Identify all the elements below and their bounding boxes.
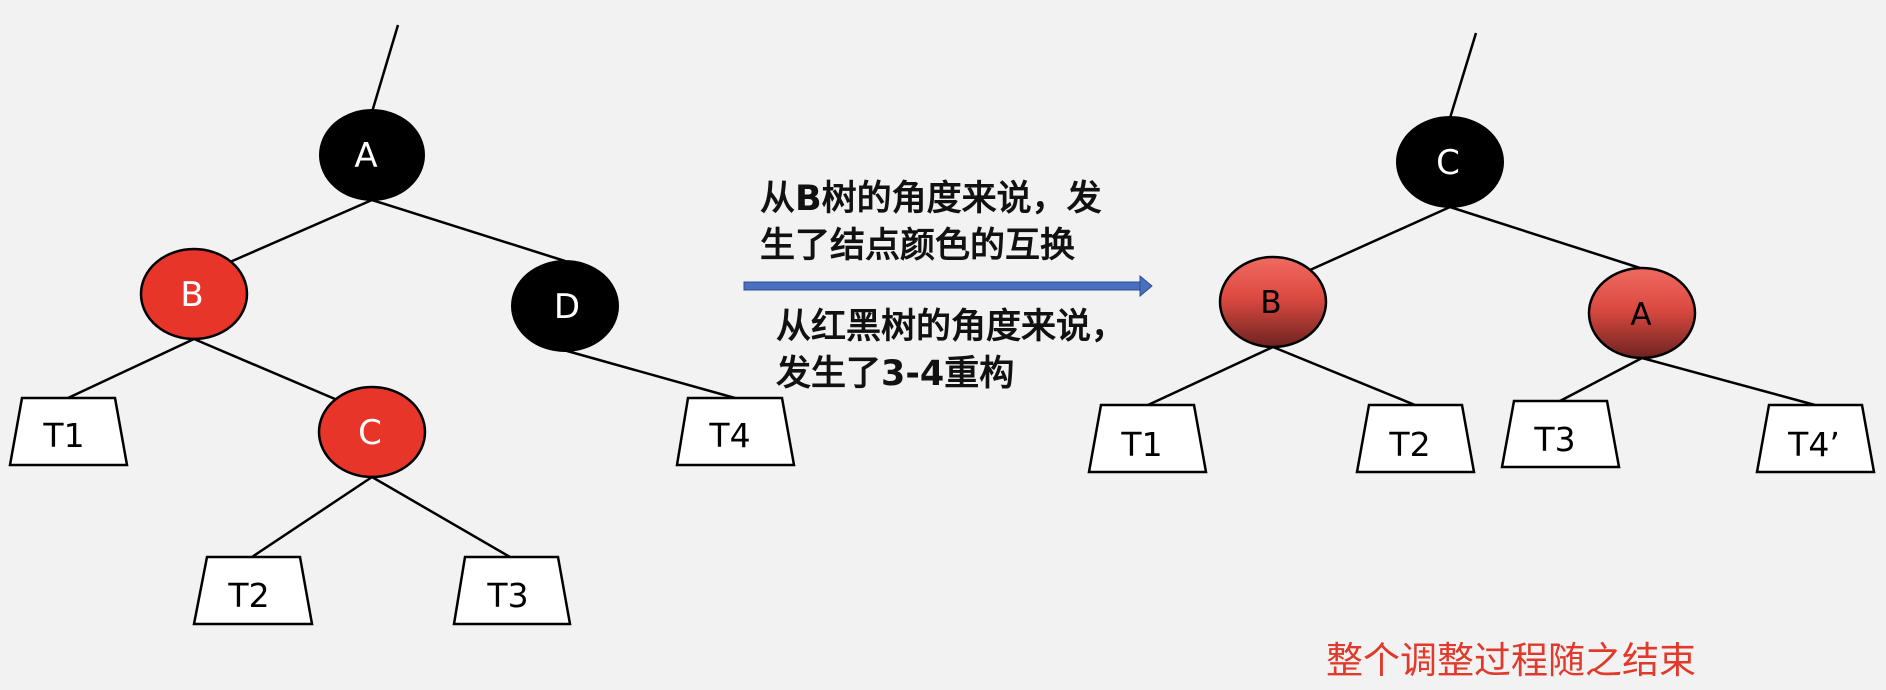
right-subtree-t3: T3	[1500, 399, 1621, 469]
subtree-label: T1	[1120, 425, 1162, 464]
left-subtree-t1: T1	[8, 396, 129, 467]
left-subtree-t3: T3	[452, 555, 572, 626]
node-label: B	[180, 275, 203, 315]
subtree-label: T3	[486, 576, 528, 615]
right-subtree-t1: T1	[1087, 403, 1208, 474]
rbtree-caption-line-1: 从红黑树的角度来说，	[776, 307, 1127, 347]
right-subtree-t2: T2	[1355, 403, 1476, 474]
subtree-label: T3	[1533, 420, 1575, 459]
node-label: C	[1436, 143, 1460, 183]
node-label: B	[1260, 285, 1281, 321]
right-node-c: C	[1396, 116, 1504, 208]
btree-caption-line-2: 生了结点颜色的互换	[760, 226, 1076, 266]
node-label: A	[1630, 297, 1651, 333]
transform-arrow	[743, 274, 1153, 298]
btree-caption: 从B树的角度来说，发 生了结点颜色的互换	[760, 176, 1102, 270]
node-label: C	[358, 413, 382, 453]
rbtree-caption: 从红黑树的角度来说， 发生了3-4重构	[776, 304, 1126, 398]
edge-b-t2	[1272, 345, 1416, 407]
edge-c-t2	[251, 475, 373, 559]
edge-a-b	[229, 198, 373, 264]
node-label: A	[354, 136, 377, 176]
edge-c-a	[1449, 205, 1641, 270]
right-node-b: B	[1218, 255, 1328, 349]
right-tree-edges	[1147, 32, 1816, 407]
btree-caption-line-1: 从B树的角度来说，发	[760, 179, 1102, 219]
left-node-c: C	[317, 385, 427, 479]
subtree-label: T4’	[1787, 425, 1840, 464]
left-subtree-t4: T4	[675, 396, 796, 467]
edge-d-t4	[559, 347, 736, 400]
edge-b-c	[193, 337, 336, 401]
edge-a-d	[371, 198, 566, 263]
right-node-a: A	[1587, 266, 1697, 360]
right-subtrees: T1 T2 T3 T4’	[1087, 399, 1876, 474]
edge-b-t1	[67, 337, 195, 400]
left-root-edge	[370, 24, 400, 113]
edge-c-t3	[371, 475, 511, 559]
subtree-label: T2	[1388, 425, 1430, 464]
end-note: 整个调整过程随之结束	[1326, 639, 1696, 682]
subtree-label: T4	[708, 416, 750, 455]
right-root-edge	[1448, 32, 1478, 119]
left-node-a: A	[319, 109, 425, 201]
subtree-label: T2	[227, 576, 269, 615]
left-node-b: B	[139, 247, 249, 341]
edge-a-t3	[1559, 356, 1643, 403]
node-label: D	[554, 287, 580, 327]
left-tree-edges	[67, 24, 736, 559]
edge-c-b	[1309, 205, 1451, 272]
right-subtree-t4: T4’	[1755, 403, 1876, 474]
left-node-d: D	[511, 260, 619, 352]
left-subtree-t2: T2	[192, 555, 314, 626]
edge-a-t4	[1641, 356, 1816, 407]
left-subtrees: T1 T4 T2 T3	[8, 396, 796, 626]
rbtree-caption-line-2: 发生了3-4重构	[776, 354, 1015, 394]
subtree-label: T1	[42, 416, 84, 455]
edge-b-t1	[1147, 345, 1274, 407]
